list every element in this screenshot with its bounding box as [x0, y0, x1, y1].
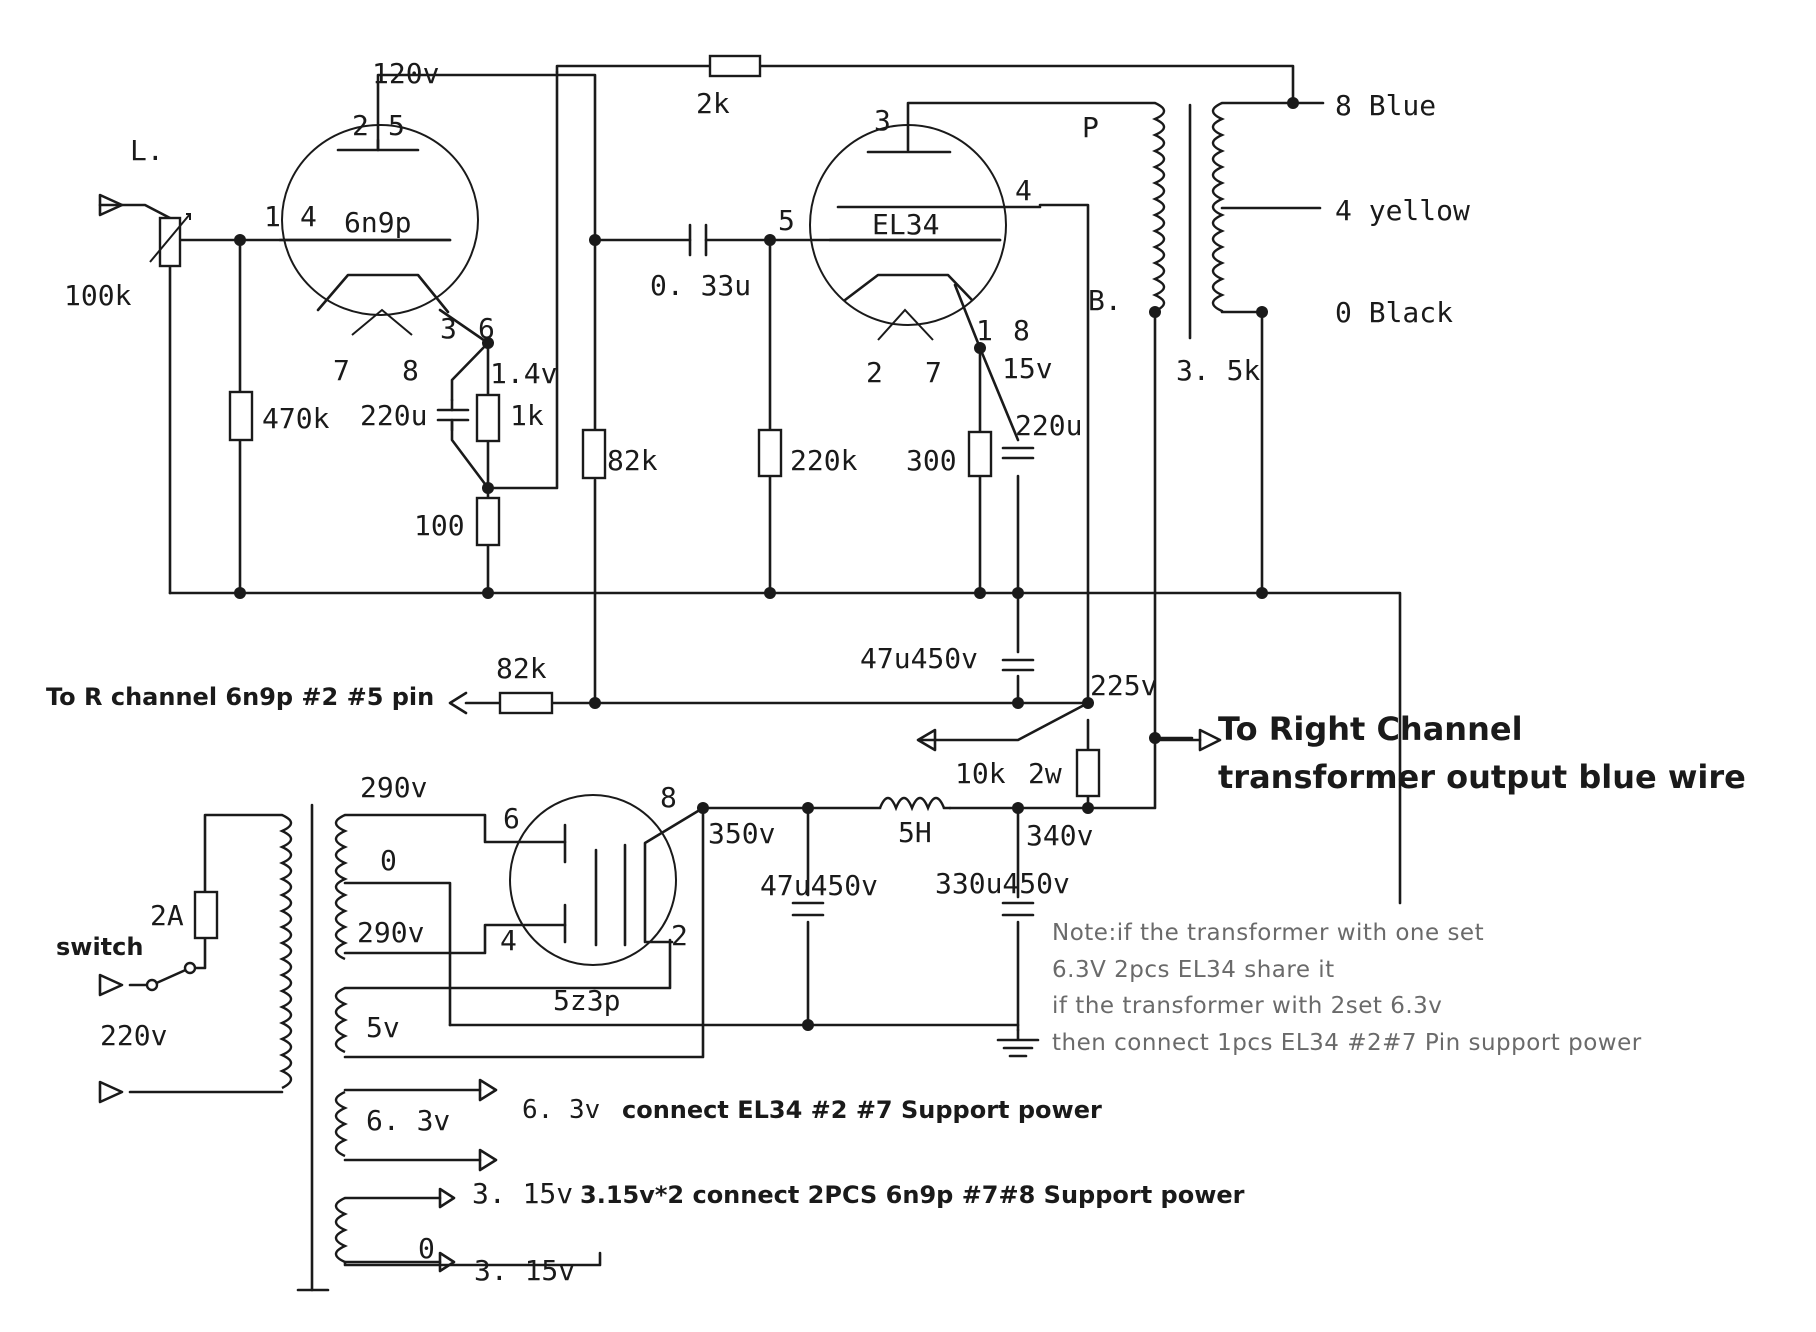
svg-text:7: 7: [333, 354, 350, 387]
svg-text:4: 4: [300, 200, 317, 233]
svg-text:4: 4: [500, 924, 517, 957]
svg-text:B.: B.: [1088, 284, 1122, 317]
svg-text:3. 5k: 3. 5k: [1176, 354, 1260, 387]
tube-labels: 6n9p EL34 5z3p: [344, 206, 939, 1017]
svg-text:1k: 1k: [510, 399, 544, 432]
svg-text:4 yellow: 4 yellow: [1335, 194, 1470, 227]
svg-text:1: 1: [264, 200, 281, 233]
svg-text:6. 3v: 6. 3v: [522, 1095, 600, 1125]
pot-100k-body: [158, 216, 182, 268]
svg-text:10k: 10k: [955, 757, 1006, 790]
svg-text:0: 0: [418, 1232, 435, 1265]
svg-text:82k: 82k: [496, 652, 547, 685]
svg-text:0. 33u: 0. 33u: [650, 269, 751, 302]
svg-text:470k: 470k: [262, 402, 330, 435]
pin-labels: 2 5 1 4 3 6 7 8 3 4 5 1 8 2 7 6 4 8 2: [264, 104, 1032, 957]
svg-text:15v: 15v: [1002, 352, 1053, 385]
terminals: [98, 193, 1222, 1273]
resistors: [149, 54, 1101, 940]
svg-text:330u450v: 330u450v: [935, 867, 1070, 900]
svg-text:switch: switch: [56, 933, 143, 961]
svg-text:6. 3v: 6. 3v: [366, 1104, 450, 1137]
svg-text:225v: 225v: [1090, 669, 1157, 702]
rectifier-tube: [509, 794, 677, 966]
svg-text:2w: 2w: [1028, 757, 1062, 790]
svg-text:290v: 290v: [357, 916, 424, 949]
svg-text:2: 2: [866, 356, 883, 389]
svg-text:1.4v: 1.4v: [490, 357, 557, 390]
preamp-tube: [278, 124, 479, 336]
svg-text:8: 8: [1013, 314, 1030, 347]
svg-text:220v: 220v: [100, 1019, 167, 1052]
svg-text:300: 300: [906, 444, 957, 477]
svg-text:2: 2: [671, 919, 688, 952]
power-tube: [809, 124, 1042, 341]
svg-text:3: 3: [440, 312, 457, 345]
junction-dots: [234, 97, 1299, 1031]
svg-text:220u: 220u: [1015, 409, 1082, 442]
transformer-output-label: transformer output blue wire: [1218, 758, 1746, 796]
svg-text:8 Blue: 8 Blue: [1335, 89, 1436, 122]
svg-text:5: 5: [778, 204, 795, 237]
svg-text:8: 8: [402, 354, 419, 387]
svg-text:0 Black: 0 Black: [1335, 296, 1453, 329]
el34-heater-note: connect EL34 #2 #7 Support power: [622, 1096, 1102, 1124]
svg-text:6: 6: [478, 312, 495, 345]
svg-text:47u450v: 47u450v: [860, 642, 978, 675]
svg-text:290v: 290v: [360, 771, 427, 804]
to-r-channel-label: To R channel 6n9p #2 #5 pin: [46, 683, 434, 711]
svg-text:340v: 340v: [1026, 819, 1093, 852]
svg-text:220u: 220u: [360, 399, 427, 432]
svg-text:5: 5: [388, 109, 405, 142]
svg-text:100: 100: [414, 509, 465, 542]
note-line-4: then connect 1pcs EL34 #2#7 Pin support …: [1052, 1030, 1642, 1056]
svg-text:350v: 350v: [708, 817, 775, 850]
component-labels: L. 100k 470k 220u 1k 100 82k 2k 0. 33u 2…: [56, 87, 1260, 961]
svg-text:4: 4: [1015, 174, 1032, 207]
voltage-labels: 120v 1.4v 15v 225v 350v 340v 290v 0 290v…: [100, 57, 1157, 1287]
coils: [279, 101, 1225, 1264]
preamp-heater-note: 3.15v*2 connect 2PCS 6n9p #7#8 Support p…: [580, 1181, 1245, 1209]
to-right-channel-label: To Right Channel: [1218, 710, 1523, 748]
svg-text:5H: 5H: [898, 816, 932, 849]
svg-text:5v: 5v: [366, 1011, 400, 1044]
svg-text:7: 7: [925, 356, 942, 389]
svg-text:3. 15v: 3. 15v: [474, 1254, 575, 1287]
capacitors: [436, 223, 1035, 917]
svg-text:120v: 120v: [372, 57, 439, 90]
svg-text:2: 2: [352, 109, 369, 142]
svg-text:220k: 220k: [790, 444, 858, 477]
rectifier-tube-label: 5z3p: [553, 984, 620, 1017]
svg-text:3: 3: [874, 104, 891, 137]
svg-text:L.: L.: [130, 134, 164, 167]
svg-text:82k: 82k: [607, 444, 658, 477]
preamp-tube-label: 6n9p: [344, 206, 411, 239]
svg-text:8: 8: [660, 781, 677, 814]
output-tap-labels: 8 Blue 4 yellow 0 Black: [1335, 89, 1470, 329]
svg-text:1: 1: [976, 314, 993, 347]
svg-text:0: 0: [380, 844, 397, 877]
note-line-1: Note:if the transformer with one set: [1052, 920, 1484, 946]
svg-text:P: P: [1082, 111, 1099, 144]
svg-text:2k: 2k: [696, 87, 730, 120]
annotation-labels: To R channel 6n9p #2 #5 pin To Right Cha…: [46, 683, 1746, 1209]
note-line-2: 6.3V 2pcs EL34 share it: [1052, 957, 1335, 983]
svg-text:3. 15v: 3. 15v: [472, 1177, 573, 1210]
power-tube-label: EL34: [872, 208, 939, 241]
svg-text:47u450v: 47u450v: [760, 869, 878, 902]
svg-text:2A: 2A: [150, 899, 184, 932]
svg-text:100k: 100k: [64, 279, 132, 312]
note-line-3: if the transformer with 2set 6.3v: [1052, 993, 1442, 1019]
svg-text:6: 6: [503, 802, 520, 835]
